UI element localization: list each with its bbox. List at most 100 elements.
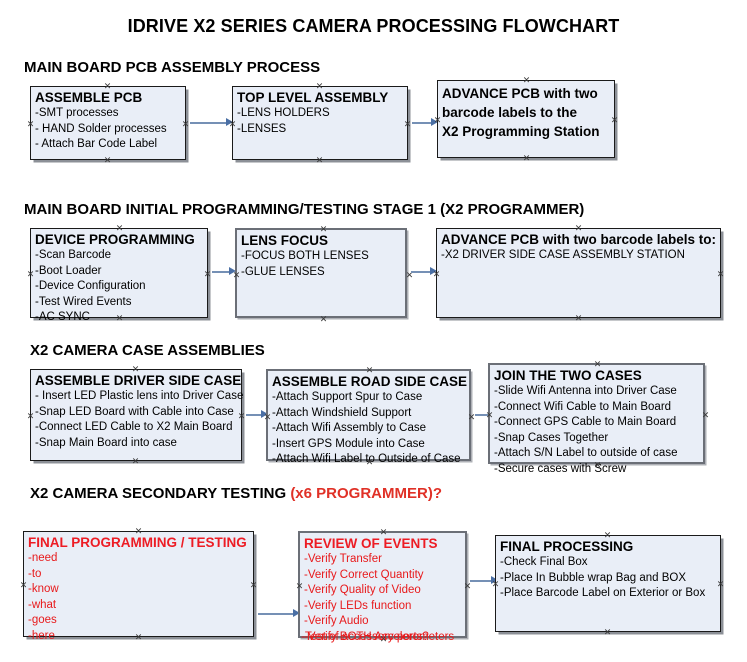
node-title: TOP LEVEL ASSEMBLY xyxy=(237,90,389,105)
anchor-handle-top[interactable] xyxy=(115,224,124,233)
node-line: -Attach Support Spur to Case xyxy=(272,391,423,403)
node-title: ASSEMBLE ROAD SIDE CASE xyxy=(272,374,468,389)
anchor-handle-left[interactable] xyxy=(26,412,35,421)
node-review-of-events[interactable]: REVIEW OF EVENTS -Verify Transfer -Verif… xyxy=(295,528,467,643)
anchor-handle-left[interactable] xyxy=(26,270,35,279)
node-line: -Connect Wifi Cable to Main Board xyxy=(494,400,672,413)
node-assemble-driver-side-case[interactable]: ASSEMBLE DRIVER SIDE CASE - Insert LED P… xyxy=(30,369,244,461)
anchor-handle-bottom[interactable] xyxy=(574,314,583,323)
anchor-handle-left[interactable] xyxy=(485,411,494,420)
anchor-handle-left[interactable] xyxy=(295,582,304,591)
node-join-the-two-cases[interactable]: JOIN THE TWO CASES -Slide Wifi Antenna i… xyxy=(485,360,705,475)
anchor-handle-top[interactable] xyxy=(365,366,374,375)
anchor-handle-bottom[interactable] xyxy=(131,457,140,466)
node-line: -SMT processes xyxy=(35,107,119,119)
node-title: ASSEMBLE DRIVER SIDE CASE xyxy=(35,373,242,388)
node-line: -Verify LEDs function xyxy=(304,599,412,612)
anchor-handle-bottom[interactable] xyxy=(115,314,124,323)
node-title-line3: X2 Programming Station xyxy=(442,124,600,139)
anchor-handle-bottom[interactable] xyxy=(522,154,531,163)
anchor-handle-right[interactable] xyxy=(701,411,710,420)
anchor-handle-right[interactable] xyxy=(610,116,619,125)
anchor-handle-right[interactable] xyxy=(203,270,212,279)
node-assemble-pcb[interactable]: ASSEMBLE PCB -SMT processes - HAND Solde… xyxy=(30,86,186,160)
node-final-processing[interactable]: FINAL PROCESSING -Check Final Box -Place… xyxy=(495,535,721,632)
node-title-line2: barcode labels to the xyxy=(442,105,578,120)
anchor-handle-bottom[interactable] xyxy=(593,461,602,470)
node-title: DEVICE PROGRAMMING xyxy=(35,232,195,247)
section-heading-x2-camera-case-assemblies: X2 CAMERA CASE ASSEMBLIES xyxy=(30,342,265,359)
node-top-level-assembly[interactable]: TOP LEVEL ASSEMBLY -LENS HOLDERS -LENSES xyxy=(232,86,408,160)
connector-device-to-lens-focus xyxy=(212,271,232,273)
arrow-head-icon xyxy=(293,609,300,617)
node-device-programming[interactable]: DEVICE PROGRAMMING -Scan Barcode -Boot L… xyxy=(30,228,208,323)
section-heading-x2-camera-secondary-testing: X2 CAMERA SECONDARY TESTING (x6 PROGRAMM… xyxy=(30,485,442,502)
anchor-handle-left[interactable] xyxy=(433,116,442,125)
connector-lens-focus-to-advance xyxy=(411,271,433,273)
node-advance-pcb-programming-station[interactable]: ADVANCE PCB with two barcode labels to t… xyxy=(437,80,615,158)
node-line: -GLUE LENSES xyxy=(241,265,325,278)
anchor-handle-right[interactable] xyxy=(403,120,412,129)
anchor-handle-left[interactable] xyxy=(432,270,441,279)
anchor-handle-top[interactable] xyxy=(315,82,324,91)
node-title: ADVANCE PCB with two xyxy=(442,86,598,101)
node-line: -goes xyxy=(28,614,57,626)
anchor-handle-right[interactable] xyxy=(716,270,725,279)
node-final-programming-testing[interactable]: FINAL PROGRAMMING / TESTING -need -to -k… xyxy=(23,531,254,642)
anchor-handle-left[interactable] xyxy=(26,120,35,129)
node-line: -Connect GPS Cable to Main Board xyxy=(494,416,677,428)
anchor-handle-bottom[interactable] xyxy=(103,156,112,165)
anchor-handle-top[interactable] xyxy=(603,531,612,540)
node-line: -Insert GPS Module into Case xyxy=(272,437,425,450)
anchor-handle-top[interactable] xyxy=(134,527,143,536)
anchor-handle-right[interactable] xyxy=(463,582,472,591)
anchor-handle-left[interactable] xyxy=(228,120,237,129)
anchor-handle-top[interactable] xyxy=(574,224,583,233)
anchor-handle-left[interactable] xyxy=(19,581,28,590)
node-line: -X2 DRIVER SIDE CASE ASSEMBLY STATION xyxy=(441,249,685,261)
node-line: -Check Final Box xyxy=(500,556,588,568)
node-assemble-road-side-case[interactable]: ASSEMBLE ROAD SIDE CASE -Attach Support … xyxy=(263,366,471,465)
anchor-handle-bottom[interactable] xyxy=(134,633,143,642)
anchor-handle-bottom[interactable] xyxy=(319,315,328,324)
anchor-handle-right[interactable] xyxy=(181,120,190,129)
node-line: -AC SYNC xyxy=(35,311,90,323)
anchor-handle-right[interactable] xyxy=(237,412,246,421)
anchor-handle-top[interactable] xyxy=(593,360,602,369)
node-line: -Verify Quality of Video xyxy=(304,584,421,596)
anchor-handle-top[interactable] xyxy=(522,76,531,85)
anchor-handle-right[interactable] xyxy=(716,580,725,589)
section-heading-main-board-initial-programming: MAIN BOARD INITIAL PROGRAMMING/TESTING S… xyxy=(24,201,584,218)
connector-top-level-to-advance xyxy=(412,122,434,124)
anchor-handle-right[interactable] xyxy=(249,581,258,590)
section-heading-text: X2 CAMERA SECONDARY TESTING xyxy=(30,485,291,502)
node-line: -LENS HOLDERS xyxy=(237,107,330,119)
node-line: -Attach S/N Label to outside of case xyxy=(494,447,678,459)
anchor-handle-top[interactable] xyxy=(131,365,140,374)
node-line: -Attach Wifi Assembly to Case xyxy=(272,422,427,434)
anchor-handle-top[interactable] xyxy=(319,225,328,234)
node-line: -Snap Cases Together xyxy=(494,431,609,444)
node-line: -Boot Loader xyxy=(35,264,102,277)
anchor-handle-left[interactable] xyxy=(491,580,500,589)
connector-road-case-to-join xyxy=(475,414,491,416)
page-title: IDRIVE X2 SERIES CAMERA PROCESSING FLOWC… xyxy=(127,16,620,36)
node-title: JOIN THE TWO CASES xyxy=(494,368,642,383)
anchor-handle-bottom[interactable] xyxy=(315,156,324,165)
node-line: - Insert LED Plastic lens into Driver Ca… xyxy=(35,390,244,402)
node-lens-focus[interactable]: LENS FOCUS -FOCUS BOTH LENSES -GLUE LENS… xyxy=(235,228,407,318)
node-line: -Test Wired Events xyxy=(35,295,132,308)
anchor-handle-top[interactable] xyxy=(379,528,388,537)
node-title: REVIEW OF EVENTS xyxy=(304,536,438,551)
anchor-handle-bottom[interactable] xyxy=(365,458,374,467)
anchor-handle-bottom[interactable] xyxy=(603,628,612,637)
anchor-handle-left[interactable] xyxy=(232,271,241,280)
node-line: -Place Barcode Label on Exterior or Box xyxy=(500,587,706,599)
node-title: ASSEMBLE PCB xyxy=(35,90,143,105)
node-advance-pcb-driver-case[interactable]: ADVANCE PCB with two barcode labels to: … xyxy=(436,228,721,318)
anchor-handle-left[interactable] xyxy=(263,413,272,422)
node-title: LENS FOCUS xyxy=(241,233,329,248)
node-line: -here xyxy=(28,629,55,642)
anchor-handle-top[interactable] xyxy=(103,82,112,91)
